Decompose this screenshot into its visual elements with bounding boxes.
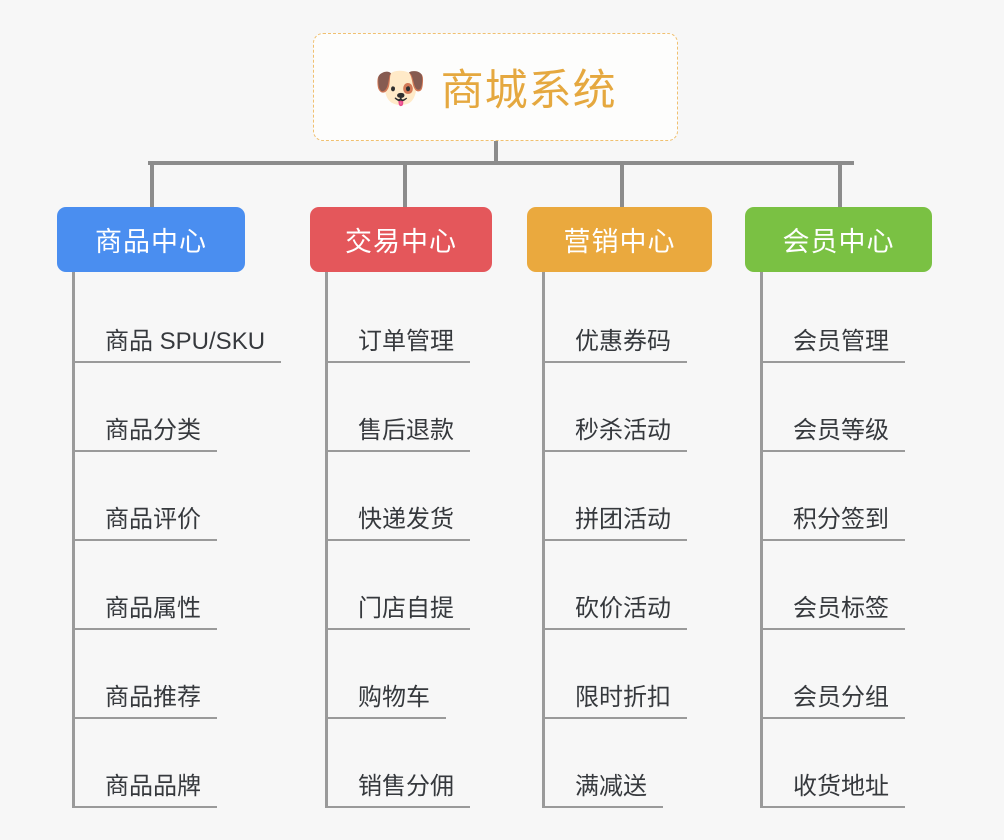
branch-item-label: 购物车 [325,685,446,719]
branch-item-label: 售后退款 [325,418,470,452]
branch-item-label: 商品属性 [72,596,217,630]
branch-item-label: 优惠券码 [542,329,687,363]
branch-item-label: 秒杀活动 [542,418,687,452]
branch-item[interactable]: 会员管理 [745,274,932,363]
branch-item-list-member-center: 会员管理会员等级积分签到会员标签会员分组收货地址 [745,272,932,808]
branch-item-label: 商品 SPU/SKU [72,329,282,363]
branch-drop-line-marketing-center [620,161,624,209]
branch-item[interactable]: 售后退款 [310,363,492,452]
branch-item[interactable]: 满减送 [527,719,712,808]
branch-item-label: 满减送 [542,774,663,808]
root-connector-vertical [494,141,498,165]
branch-column-trade-center: 交易中心订单管理售后退款快递发货门店自提购物车销售分佣 [310,207,492,808]
branch-item[interactable]: 门店自提 [310,541,492,630]
branch-item[interactable]: 限时折扣 [527,630,712,719]
branch-item[interactable]: 商品品牌 [57,719,245,808]
branch-item[interactable]: 商品属性 [57,541,245,630]
branch-header-product-center[interactable]: 商品中心 [57,207,245,272]
branch-header-marketing-center[interactable]: 营销中心 [527,207,712,272]
branch-item[interactable]: 商品推荐 [57,630,245,719]
branch-header-member-center[interactable]: 会员中心 [745,207,932,272]
branch-item[interactable]: 商品 SPU/SKU [57,274,282,363]
branch-item-label: 收货地址 [760,774,905,808]
branch-item[interactable]: 收货地址 [745,719,932,808]
branch-drop-line-product-center [150,161,154,209]
branch-item[interactable]: 商品评价 [57,452,245,541]
branch-item[interactable]: 购物车 [310,630,492,719]
branch-item-label: 商品评价 [72,507,217,541]
branch-item-label: 商品分类 [72,418,217,452]
branch-item[interactable]: 砍价活动 [527,541,712,630]
branch-item[interactable]: 订单管理 [310,274,492,363]
dog-face-icon: 🐶 [374,64,427,111]
branch-item[interactable]: 商品分类 [57,363,245,452]
branch-connector-horizontal [148,161,854,165]
branch-item-label: 会员管理 [760,329,905,363]
branch-drop-line-member-center [838,161,842,209]
branch-item-label: 积分签到 [760,507,905,541]
branch-item-label: 砍价活动 [542,596,687,630]
branch-item-label: 商品推荐 [72,685,217,719]
branch-item[interactable]: 销售分佣 [310,719,492,808]
branch-item-label: 订单管理 [325,329,470,363]
branch-item[interactable]: 快递发货 [310,452,492,541]
branch-item[interactable]: 会员等级 [745,363,932,452]
branch-item-label: 会员等级 [760,418,905,452]
branch-item-list-trade-center: 订单管理售后退款快递发货门店自提购物车销售分佣 [310,272,492,808]
branch-item-label: 销售分佣 [325,774,470,808]
branch-column-product-center: 商品中心商品 SPU/SKU 商品分类商品评价商品属性商品推荐商品品牌 [57,207,282,808]
branch-item[interactable]: 积分签到 [745,452,932,541]
branch-drop-line-trade-center [403,161,407,209]
root-node[interactable]: 🐶 商城系统 [313,33,678,141]
branch-column-marketing-center: 营销中心优惠券码秒杀活动拼团活动砍价活动限时折扣满减送 [527,207,712,808]
branch-item-label: 商品品牌 [72,774,217,808]
branch-item[interactable]: 会员标签 [745,541,932,630]
branch-item[interactable]: 会员分组 [745,630,932,719]
branch-header-trade-center[interactable]: 交易中心 [310,207,492,272]
branch-item-list-product-center: 商品 SPU/SKU 商品分类商品评价商品属性商品推荐商品品牌 [57,272,282,808]
branch-item-list-marketing-center: 优惠券码秒杀活动拼团活动砍价活动限时折扣满减送 [527,272,712,808]
branch-item-label: 会员标签 [760,596,905,630]
branch-column-member-center: 会员中心会员管理会员等级积分签到会员标签会员分组收货地址 [745,207,932,808]
branch-item[interactable]: 拼团活动 [527,452,712,541]
branch-item-label: 限时折扣 [542,685,687,719]
branch-item-label: 快递发货 [325,507,470,541]
branch-item-label: 拼团活动 [542,507,687,541]
branch-item[interactable]: 秒杀活动 [527,363,712,452]
branch-item-label: 会员分组 [760,685,905,719]
branch-item[interactable]: 优惠券码 [527,274,712,363]
root-title: 商城系统 [440,67,617,115]
branch-item-label: 门店自提 [325,596,470,630]
